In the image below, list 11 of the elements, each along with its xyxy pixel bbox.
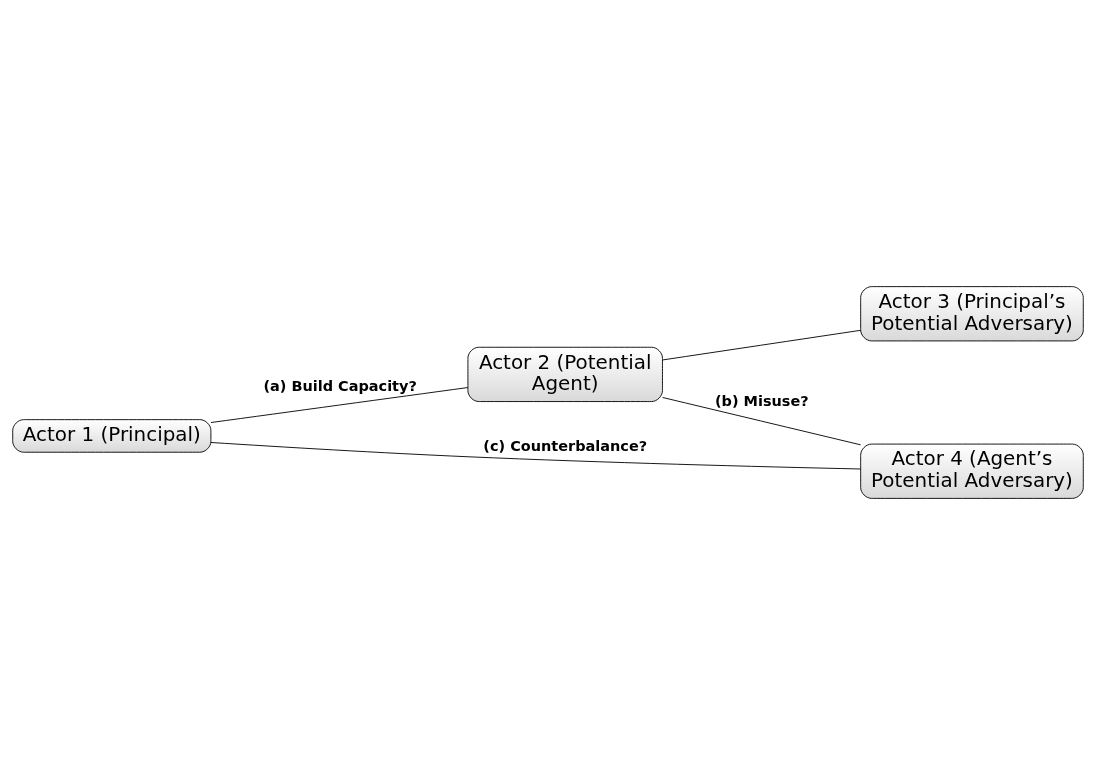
node-box: Actor 2 (Potential Agent)	[467, 346, 663, 402]
node-box: Actor 1 (Principal)	[12, 418, 212, 453]
node-box: Actor 3 (Principal’s Potential Adversary)	[860, 285, 1084, 341]
connector	[210, 441, 862, 469]
edge-label: (a) Build Capacity?	[263, 377, 417, 394]
edge-label: (c) Counterbalance?	[483, 437, 648, 454]
connector	[662, 329, 862, 360]
connector	[210, 386, 469, 423]
node-box: Actor 4 (Agent’s Potential Adversary)	[860, 443, 1084, 499]
edge-label: (b) Misuse?	[714, 392, 809, 409]
connector	[662, 396, 862, 445]
